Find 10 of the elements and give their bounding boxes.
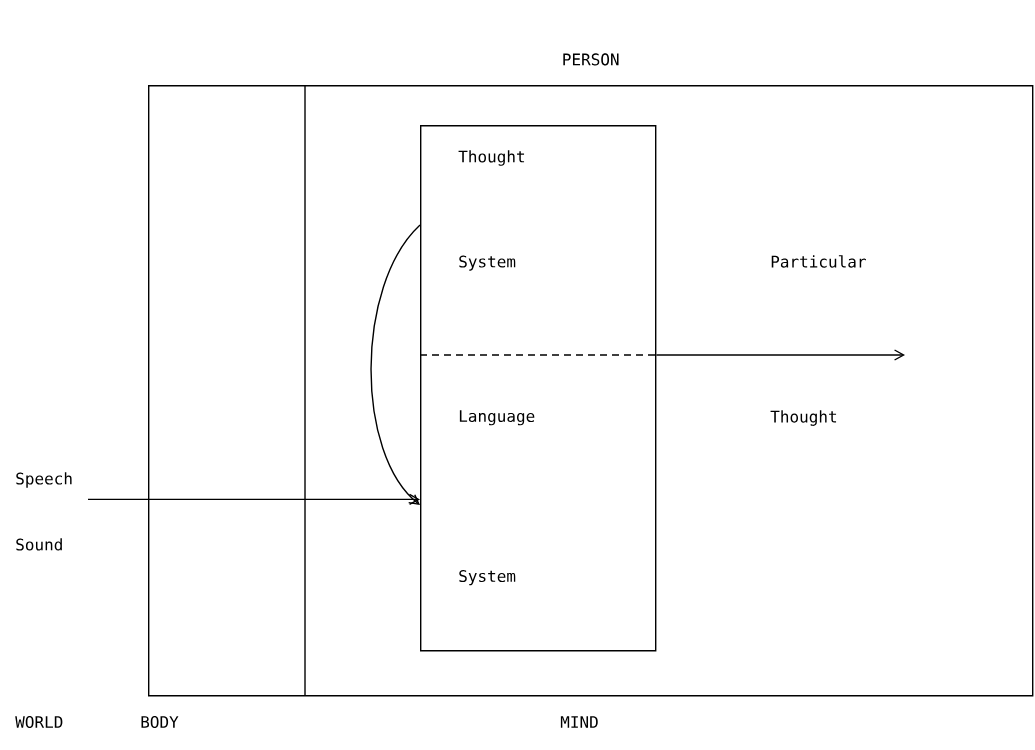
arrow — [655, 349, 905, 361]
region-label: WORLD — [15, 715, 63, 729]
region-label: BODY — [141, 715, 179, 729]
arrow — [370, 224, 421, 505]
region-label: MIND — [560, 716, 598, 728]
node-label: PERSON — [563, 53, 619, 66]
arrow — [87, 493, 420, 506]
system-box: Thought System Language System — [420, 125, 657, 652]
bare-text: Speech Sound — [16, 472, 72, 551]
bare-text: Particular Thought — [770, 255, 866, 426]
